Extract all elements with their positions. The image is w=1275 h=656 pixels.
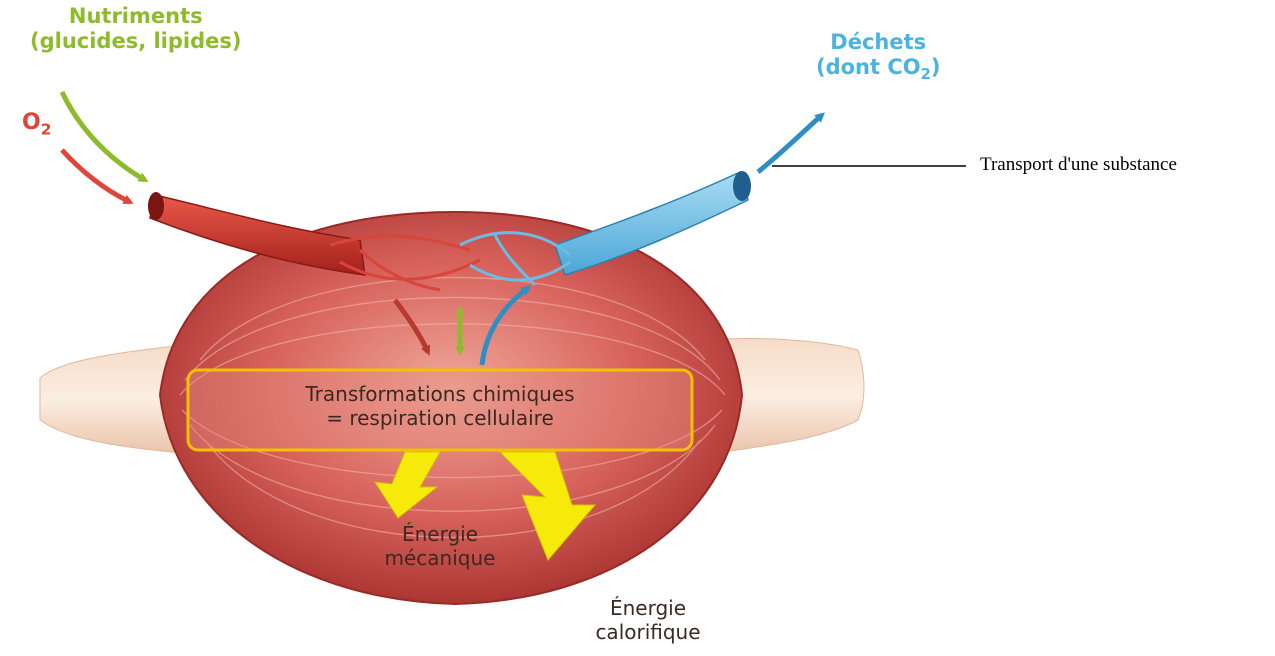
waste-label-suffix: )	[931, 55, 941, 79]
waste-label-prefix: (dont CO	[816, 55, 921, 79]
waste-label-subscript: 2	[921, 66, 931, 83]
reaction-line1: Transformations chimiques	[188, 382, 692, 406]
vein-opening	[733, 171, 751, 201]
heat-energy-label: Énergie calorifique	[578, 596, 718, 644]
waste-label-line1: Déchets	[816, 30, 940, 55]
heat-energy-line2: calorifique	[578, 620, 718, 644]
heat-energy-line1: Énergie	[578, 596, 718, 620]
nutrients-label: Nutriments (glucides, lipides)	[30, 4, 242, 54]
mechanical-energy-label: Énergie mécanique	[370, 522, 510, 570]
waste-arrow	[758, 115, 822, 172]
nutrients-label-line2: (glucides, lipides)	[30, 29, 242, 54]
artery-opening	[148, 192, 164, 220]
waste-label: Déchets (dont CO2)	[816, 30, 940, 84]
oxygen-arrow	[62, 150, 130, 202]
mechanical-energy-line2: mécanique	[370, 546, 510, 570]
waste-label-line2: (dont CO2)	[816, 55, 940, 84]
oxygen-label-symbol: O	[22, 110, 41, 135]
reaction-line2: = respiration cellulaire	[188, 406, 692, 430]
nutrients-label-line1: Nutriments	[30, 4, 242, 29]
mechanical-energy-line1: Énergie	[370, 522, 510, 546]
transport-annotation: Transport d'une substance	[980, 154, 1177, 177]
reaction-box-text: Transformations chimiques = respiration …	[188, 382, 692, 430]
oxygen-label: O2	[22, 110, 51, 139]
oxygen-label-subscript: 2	[41, 120, 52, 138]
nutrients-arrow	[62, 92, 145, 180]
